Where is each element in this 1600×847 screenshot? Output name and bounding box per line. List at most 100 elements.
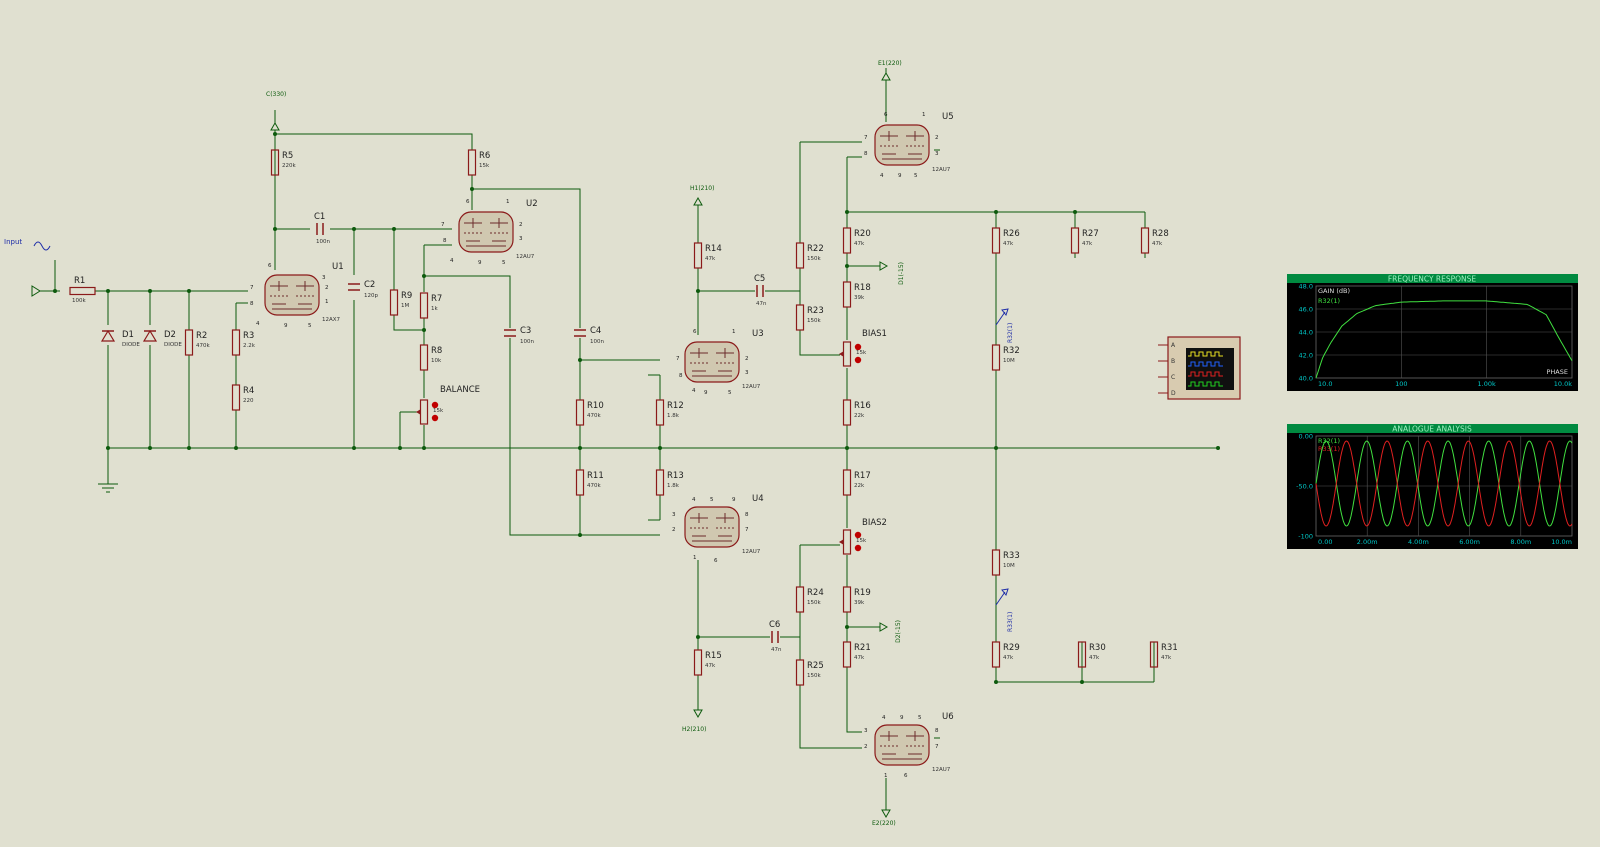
pin-number: 9 [900,715,904,721]
resistor-r3[interactable]: R32.2k [231,329,256,356]
component-value: 39k [854,295,865,301]
x-tick-label: 6.00m [1459,538,1480,546]
component-value: 47n [756,301,767,307]
pin-number: 1 [325,299,329,305]
rail-h2: H2(210) [682,709,706,733]
trace-r33 [1315,440,1573,527]
pin-number: 1 [693,555,697,561]
component-value: 47k [1152,241,1163,247]
pin-number: 2 [935,135,939,141]
component-value: 47k [1003,655,1014,661]
component-name: R6 [479,151,490,161]
analogue-graph-title: ANALOGUE ANALYSIS [1392,425,1472,434]
pin-number: 2 [325,285,329,291]
x-tick-label: 1.00k [1478,380,1496,388]
probe-r32[interactable]: R32(1) [995,308,1014,343]
trace-r32 [1315,440,1573,527]
component-name: R2 [196,331,207,341]
resistor-r5[interactable]: R5 220k [270,149,297,176]
component-value: 150k [807,600,821,606]
component-name: R28 [1152,229,1169,239]
component-name: R31 [1161,643,1178,653]
pin-number: 7 [441,222,445,228]
pin-number: 1 [922,112,926,118]
component-name: R21 [854,643,871,653]
component-value: 47k [705,663,716,669]
rail-h1: H1(210) [690,185,714,206]
component-name: R32 [1003,346,1020,356]
pin-number: 3 [519,236,523,242]
frequency-response-graph[interactable]: FREQUENCY RESPONSE 48.046.044.042.040.01… [1287,274,1578,391]
pin-number: 8 [443,238,447,244]
y-tick-label: -50.0 [1296,483,1313,491]
svg-text:E1(220): E1(220) [878,60,902,67]
component-value: 220k [282,163,296,169]
pin-number: 2 [519,222,523,228]
svg-text:D1(-15): D1(-15) [898,262,905,285]
component-value: 15k [856,538,867,544]
component-name: R5 [282,151,293,161]
component-value: 1.8k [667,483,680,489]
probe-r33[interactable]: R33(1) [995,588,1014,632]
rail-d2: D2(-15) [879,620,902,643]
pin-number: 5 [710,497,714,503]
component-value: 47k [705,256,716,262]
pin-number: 4 [882,715,886,721]
component-value: 39k [854,600,865,606]
input-generator[interactable]: Input [4,238,51,297]
component-value: 47k [1089,655,1100,661]
